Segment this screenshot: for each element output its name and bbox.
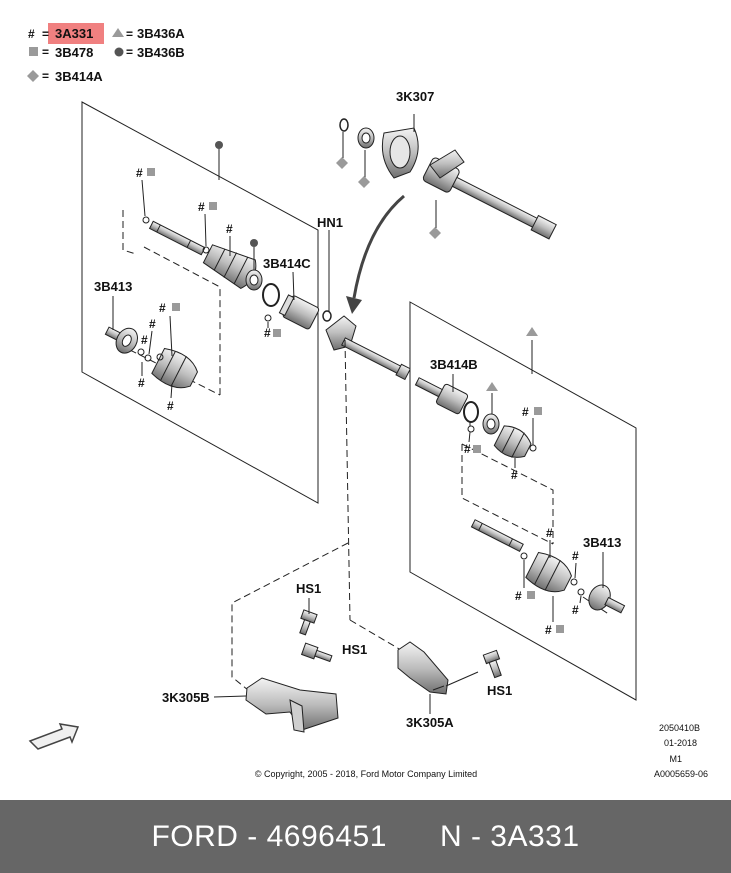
hash-marker: # — [572, 549, 579, 563]
legend-circle-icon — [114, 47, 124, 57]
triangle-marker — [486, 382, 498, 391]
part-info-footer: FORD - 4696451 N - 3A331 — [0, 800, 731, 873]
legend-equals: = — [42, 45, 49, 59]
label-3b414b: 3B414B — [430, 357, 478, 372]
legend-equals: = — [126, 45, 133, 59]
footer-brand: FORD — [151, 819, 239, 853]
exploded-parts-diagram: # = 3A331 = 3B478 = 3B414A = 3B436A = 3B… — [27, 23, 708, 779]
hash-marker: # — [136, 166, 143, 180]
footer-separator: - — [470, 819, 482, 853]
right-inner-boot — [493, 425, 532, 458]
legend-equals: = — [42, 27, 49, 41]
label-3k307: 3K307 — [396, 89, 434, 104]
left-seal-rings — [245, 269, 280, 307]
right-markers: # # # # # # # # — [464, 382, 582, 637]
hash-marker: # — [511, 468, 518, 482]
diagram-model: M1 — [669, 754, 682, 764]
left-tripod-housing — [278, 294, 320, 330]
legend-square-icon — [29, 47, 38, 56]
hash-marker: # — [149, 317, 156, 331]
hash-marker: # — [264, 326, 271, 340]
right-panel — [409, 301, 637, 701]
label-3k305b: 3K305B — [162, 690, 210, 705]
diamond-marker — [336, 157, 348, 169]
footer-separator: - — [247, 819, 258, 853]
circle-marker — [250, 239, 258, 247]
label-hs1-right: HS1 — [487, 683, 512, 698]
right-cv-joint — [588, 584, 626, 614]
diamond-marker — [429, 227, 441, 239]
label-hs1-mid: HS1 — [342, 642, 367, 657]
diamond-marker — [358, 176, 370, 188]
hash-marker: # — [141, 333, 148, 347]
right-outer-boot — [525, 551, 572, 593]
legend-hash-code: 3A331 — [55, 26, 93, 41]
square-marker — [556, 625, 564, 633]
legend-diamond-code: 3B414A — [55, 69, 103, 84]
hash-marker: # — [546, 526, 553, 540]
legend-equals: = — [126, 27, 133, 41]
right-tripod-shaft — [414, 377, 500, 435]
copyright: © Copyright, 2005 - 2018, Ford Motor Com… — [255, 769, 477, 779]
left-cv-joint — [104, 326, 138, 354]
legend-diamond-icon — [27, 70, 39, 82]
hash-marker: # — [522, 405, 529, 419]
center-shaft — [322, 230, 412, 621]
left-panel-circle-marker — [215, 141, 223, 149]
legend-highlight — [48, 23, 104, 44]
assembly-arrow — [346, 194, 405, 314]
hash-marker: # — [159, 301, 166, 315]
legend-equals: = — [42, 69, 49, 83]
right-shaft-stub — [470, 519, 524, 553]
footer-n-code: 3A331 — [490, 819, 580, 853]
left-clips — [137, 216, 272, 362]
legend-circle-code: 3B436B — [137, 45, 185, 60]
square-marker — [273, 329, 281, 337]
hash-marker: # — [572, 603, 579, 617]
hash-marker: # — [167, 399, 174, 413]
square-marker — [534, 407, 542, 415]
square-marker — [473, 445, 481, 453]
label-hn1: HN1 — [317, 215, 343, 230]
label-hs1-top: HS1 — [296, 581, 321, 596]
diagram-ref: A0005659-06 — [654, 769, 708, 779]
legend-triangle-code: 3B436A — [137, 26, 185, 41]
hash-marker: # — [464, 442, 471, 456]
square-marker — [147, 168, 155, 176]
square-marker — [172, 303, 180, 311]
hash-marker: # — [226, 222, 233, 236]
mounting-brackets — [231, 542, 502, 733]
legend-square-code: 3B478 — [55, 45, 93, 60]
diagram-date: 01-2018 — [664, 738, 697, 748]
left-markers: # # # # # # # # # — [136, 166, 281, 413]
hash-marker: # — [515, 589, 522, 603]
footer-n-prefix: N — [439, 819, 463, 853]
square-marker — [209, 202, 217, 210]
upper-axle-shaft — [339, 114, 557, 240]
label-3k305a: 3K305A — [406, 715, 454, 730]
hash-marker: # — [138, 376, 145, 390]
diagram-code: 2050410B — [659, 723, 700, 733]
square-marker — [527, 591, 535, 599]
footer-part-number: 4696451 — [266, 819, 387, 853]
legend-triangle-icon — [112, 28, 124, 37]
legend-hash-symbol: # — [28, 27, 35, 41]
hash-marker: # — [198, 200, 205, 214]
direction-arrow-icon — [28, 723, 80, 750]
label-3b414c: 3B414C — [263, 256, 311, 271]
label-3b413-left: 3B413 — [94, 279, 132, 294]
legend: # = 3A331 = 3B478 = 3B414A = 3B436A = 3B… — [27, 23, 185, 84]
right-panel-triangle-marker — [526, 327, 538, 336]
left-boot — [202, 244, 257, 290]
hash-marker: # — [545, 623, 552, 637]
left-panel — [81, 101, 319, 504]
label-3b413-right: 3B413 — [583, 535, 621, 550]
